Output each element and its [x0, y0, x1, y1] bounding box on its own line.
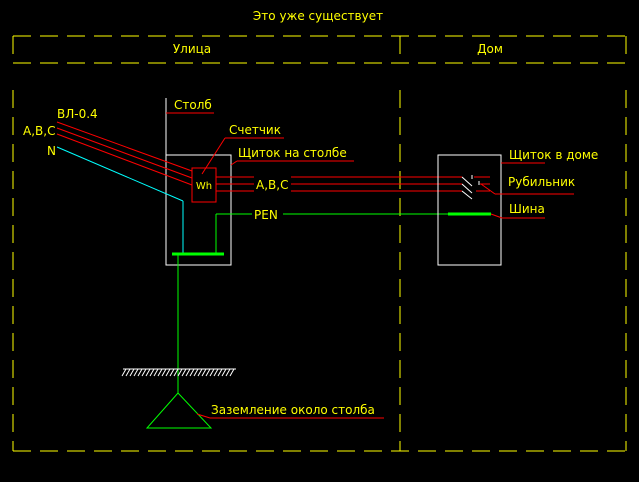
hatch-stroke [201, 368, 207, 377]
hatch-stroke [137, 368, 143, 377]
pole-panel-box [165, 154, 232, 266]
hatch-stroke [177, 368, 183, 377]
hatch-stroke [213, 368, 219, 377]
hatch-stroke [221, 368, 227, 377]
neutral-line-in [56, 146, 184, 202]
meter-box [191, 167, 217, 203]
phase-line-b [56, 127, 193, 179]
phases-in-label: A,B,C [23, 124, 55, 138]
pole-panel-leader [230, 160, 238, 166]
grounding-label: Заземление около столба [211, 403, 375, 417]
hatch-stroke [149, 368, 155, 377]
switch-blade-a [461, 176, 473, 187]
hatch-stroke [173, 368, 179, 377]
zone-house-label: Дом [477, 42, 503, 56]
hatch-stroke [161, 368, 167, 377]
phase-line-a [56, 121, 193, 172]
switch-blade-c [461, 190, 473, 200]
pen-label: PEN [254, 208, 278, 222]
hatch-stroke [193, 368, 199, 377]
drawing-title: Это уже существует [253, 9, 383, 23]
grounding-electrode [145, 392, 213, 429]
ground-hatching [121, 368, 235, 377]
meter-symbol: Wh [196, 181, 212, 192]
incoming-phase-lines [56, 121, 193, 186]
switch-blade-b [461, 183, 473, 194]
meter-label: Счетчик [229, 123, 281, 137]
switch-label: Рубильник [508, 175, 575, 189]
outgoing-phase-lines [216, 176, 462, 192]
hatch-stroke [165, 368, 171, 377]
hatch-stroke [229, 368, 235, 377]
house-panel-label: Щиток в доме [509, 148, 598, 162]
hatch-stroke [209, 368, 215, 377]
hatch-stroke [197, 368, 203, 377]
switch-symbol [461, 175, 480, 200]
hatch-stroke [181, 368, 187, 377]
house-panel-box [437, 154, 502, 266]
switch-leader [480, 183, 496, 195]
phase-line-c [56, 133, 193, 186]
overhead-line-label: ВЛ-0.4 [57, 107, 98, 121]
hatch-stroke [185, 368, 191, 377]
zone-frames [12, 35, 627, 452]
neutral-label: N [47, 144, 56, 158]
hatch-stroke [225, 368, 231, 377]
pole-panel-label: Щиток на столбе [238, 146, 347, 160]
grounding-leader [196, 413, 211, 419]
hatch-stroke [133, 368, 139, 377]
bus-label: Шина [509, 202, 545, 216]
meter-leader [201, 137, 226, 175]
bus-leader [490, 213, 503, 219]
hatch-stroke [217, 368, 223, 377]
hatch-stroke [121, 368, 127, 377]
phases-out-label: A,B,C [256, 178, 288, 192]
hatch-stroke [125, 368, 131, 377]
hatch-stroke [129, 368, 135, 377]
hatch-stroke [205, 368, 211, 377]
hatch-stroke [157, 368, 163, 377]
hatch-stroke [145, 368, 151, 377]
hatch-stroke [169, 368, 175, 377]
hatch-stroke [189, 368, 195, 377]
hatch-stroke [153, 368, 159, 377]
hatch-stroke [141, 368, 147, 377]
pole-label: Столб [174, 98, 212, 112]
zone-street-label: Улица [173, 42, 211, 56]
